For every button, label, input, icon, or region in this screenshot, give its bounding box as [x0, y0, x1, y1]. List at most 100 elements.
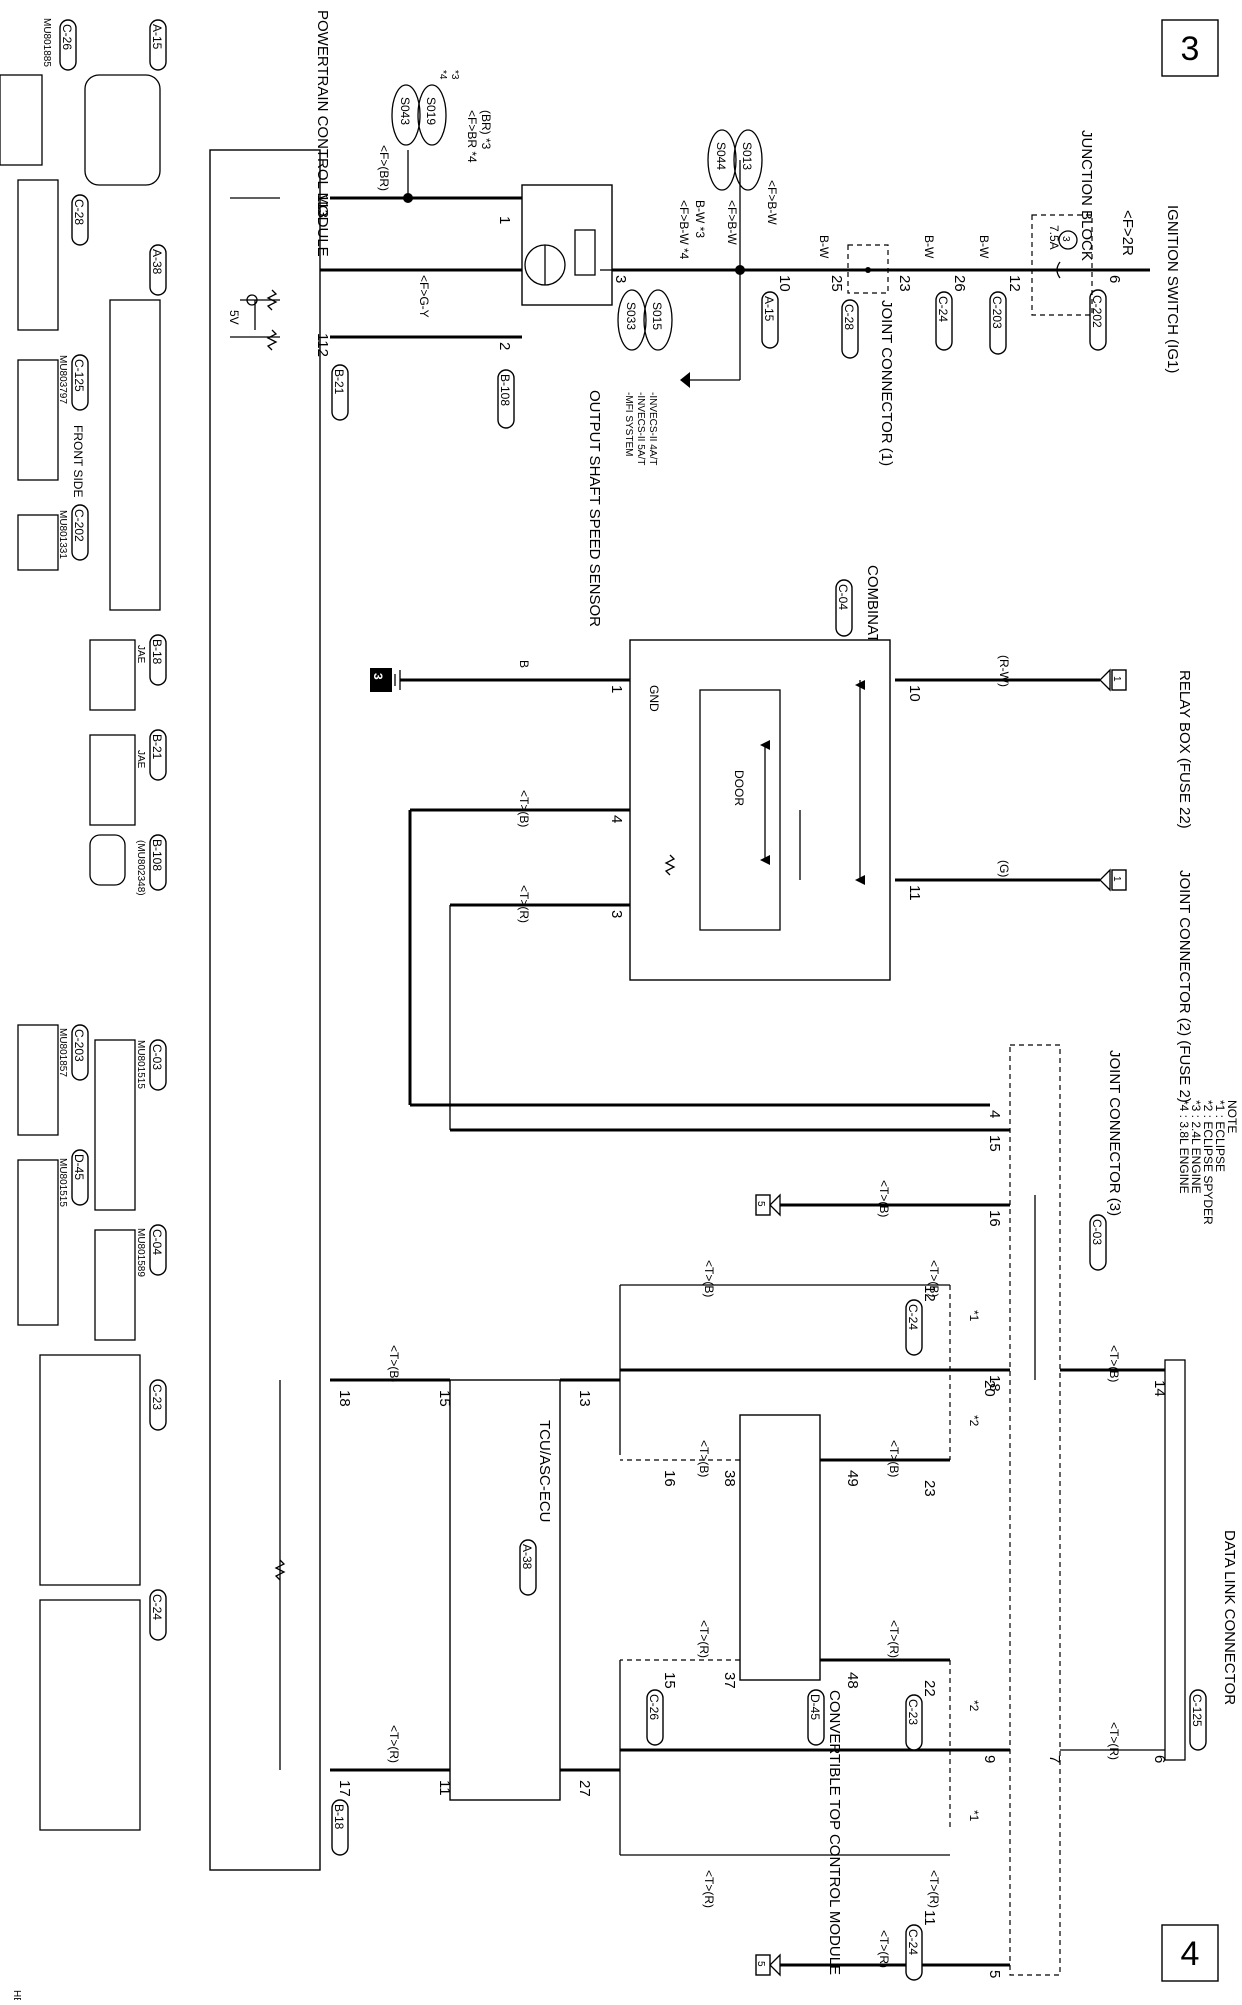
wire-color-label: (BR) *3	[479, 110, 493, 150]
front-side-label: FRONT SIDE	[71, 425, 85, 497]
svg-text:*1: *1	[967, 1310, 981, 1322]
conn-c28-label: C-28	[842, 304, 856, 330]
wire-color-label: <F>B-W *4	[677, 200, 691, 260]
invecs-label: -MFI SYSTEM	[623, 392, 634, 456]
wire-color-label: <T>(B)	[877, 1180, 891, 1217]
svg-text:MU801331: MU801331	[57, 510, 68, 559]
wire-color-label: <T>(B)	[1107, 1345, 1121, 1382]
wire-color-label: <T>(R)	[517, 885, 531, 923]
page-number-end: 4	[1181, 1935, 1200, 1973]
splice-s033	[617, 289, 647, 351]
joint-connector-1-box	[847, 244, 889, 294]
connector-view-label: A-15	[150, 24, 164, 50]
svg-text:5: 5	[986, 1970, 1003, 1978]
conn-a15-label: A-15	[762, 296, 776, 322]
wire-color-label: <F>(BR)	[377, 145, 391, 191]
svg-text:<T>(R): <T>(R)	[697, 1620, 711, 1658]
svg-text:9: 9	[981, 1755, 998, 1763]
joint-connector-2-label: JOINT CONNECTOR (2) (FUSE 2)	[1176, 870, 1193, 1103]
connector-view-label: C-125	[72, 359, 86, 392]
svg-text:5: 5	[755, 1961, 766, 1967]
pin-label: 10	[776, 275, 793, 292]
drawing-code: HBP15M01BC	[11, 1990, 22, 2000]
note-line: *2 : ECLIPSE SPYDER	[1201, 1100, 1215, 1225]
svg-text:22: 22	[921, 1680, 938, 1697]
pin-label: 112	[314, 333, 331, 357]
splice-s019	[417, 84, 447, 146]
svg-text:20: 20	[981, 1380, 998, 1397]
svg-text:7: 7	[1046, 1755, 1063, 1763]
note-line: *3 : 2.4L ENGINE	[1189, 1100, 1203, 1194]
conn-c23-label: C-23	[906, 1699, 920, 1725]
tcu-asc-ecu: TCU/ASC-ECU A-38 13 27 15 11	[436, 1379, 593, 1801]
connector-view-label: B-21	[150, 734, 164, 760]
connector-views: A-15 C-26 MU801885 C-28 A-38 C-125 MU803…	[0, 18, 167, 1831]
svg-text:JAE: JAE	[135, 750, 146, 769]
junction-block-box	[1031, 214, 1093, 316]
pin-label: 25	[828, 275, 845, 292]
output-shaft-speed-sensor: OUTPUT SHAFT SPEED SENSOR B-108 1 2	[496, 184, 613, 627]
svg-text:15: 15	[661, 1672, 678, 1689]
joint-connector-3-label: JOINT CONNECTOR (3)	[1106, 1050, 1123, 1216]
wire-color-label: <F>G-Y	[417, 275, 431, 318]
tcu-label: TCU/ASC-ECU	[536, 1420, 553, 1523]
fuse-rating: 7.5A	[1047, 225, 1061, 250]
conn-c04-label: C-04	[836, 584, 850, 610]
relay-box-label: RELAY BOX (FUSE 22)	[1176, 670, 1193, 829]
pin-label: 11	[906, 885, 923, 901]
svg-text:4: 4	[986, 1110, 1003, 1118]
five-volt-label: 5V	[227, 310, 241, 325]
pin-label: 12	[1006, 275, 1023, 292]
svg-text:(MU802348): (MU802348)	[135, 840, 146, 896]
svg-text:*1: *1	[967, 1810, 981, 1822]
invecs-label: -INVECS-II 4A/T	[647, 392, 658, 465]
svg-text:S033: S033	[624, 302, 638, 330]
dlc-label: DATA LINK CONNECTOR	[1221, 1530, 1238, 1705]
conn-c125-label: C-125	[1190, 1694, 1204, 1727]
svg-text:<T>(B): <T>(B)	[702, 1260, 716, 1297]
svg-text:MU801885: MU801885	[41, 18, 52, 67]
wire-color-label: <F>B-W	[725, 200, 739, 245]
svg-text:<T>(B): <T>(B)	[887, 1440, 901, 1477]
svg-text:<T>(R): <T>(R)	[702, 1870, 716, 1908]
pin-label: 1	[496, 216, 513, 224]
pin-label: 113	[314, 194, 331, 218]
connector-view-label: D-45	[72, 1154, 86, 1180]
splice-s043	[391, 84, 421, 146]
svg-text:MU801589: MU801589	[135, 1228, 146, 1277]
note-title: NOTE	[1225, 1100, 1239, 1133]
combination-meter: COMBINATION METER C-04 DOOR	[629, 565, 891, 981]
wire-color-label: B-W *3	[693, 200, 707, 238]
connector-view-label: B-108	[150, 839, 164, 871]
pin-label: 1	[608, 685, 625, 693]
pin-label: 23	[896, 275, 913, 292]
pcm-label: POWERTRAIN CONTROL MODULE	[314, 10, 331, 257]
svg-text:16: 16	[986, 1210, 1003, 1227]
pin-label: 10	[906, 685, 923, 702]
conn-c26-label: C-26	[647, 1694, 661, 1720]
fuse-symbol	[1056, 261, 1061, 279]
wire-color-label: <F>B-W	[765, 180, 779, 225]
svg-text:17: 17	[336, 1780, 353, 1797]
ctcm-label: CONVERTIBLE TOP CONTROL MODULE	[826, 1690, 843, 1975]
fuse-number: 3	[1060, 236, 1071, 242]
connector-view-label: C-203	[72, 1029, 86, 1062]
wire-color-label: B	[517, 660, 531, 668]
note-line: *1 : ECLIPSE	[1213, 1100, 1227, 1172]
svg-text:S019: S019	[424, 97, 438, 125]
svg-text:*3: *3	[449, 70, 460, 80]
svg-text:6: 6	[1151, 1755, 1168, 1763]
svg-text:23: 23	[921, 1480, 938, 1497]
pin-label: 3	[612, 275, 629, 283]
svg-text:49: 49	[844, 1470, 861, 1487]
wire-color-label: <F>BR *4	[465, 110, 479, 163]
svg-text:27: 27	[576, 1780, 593, 1797]
conn-c203-label: C-203	[990, 296, 1004, 329]
connector-view-label: C-26	[60, 24, 74, 50]
conn-b18-label: B-18	[332, 1804, 346, 1830]
door-label: DOOR	[732, 770, 746, 806]
wire-color-label: (R-W)	[997, 655, 1011, 687]
splice-s013	[733, 129, 763, 191]
ignition-switch-label: IGNITION SWITCH (IG1)	[1164, 205, 1181, 373]
conn-c24-label: C-24	[906, 1929, 920, 1955]
